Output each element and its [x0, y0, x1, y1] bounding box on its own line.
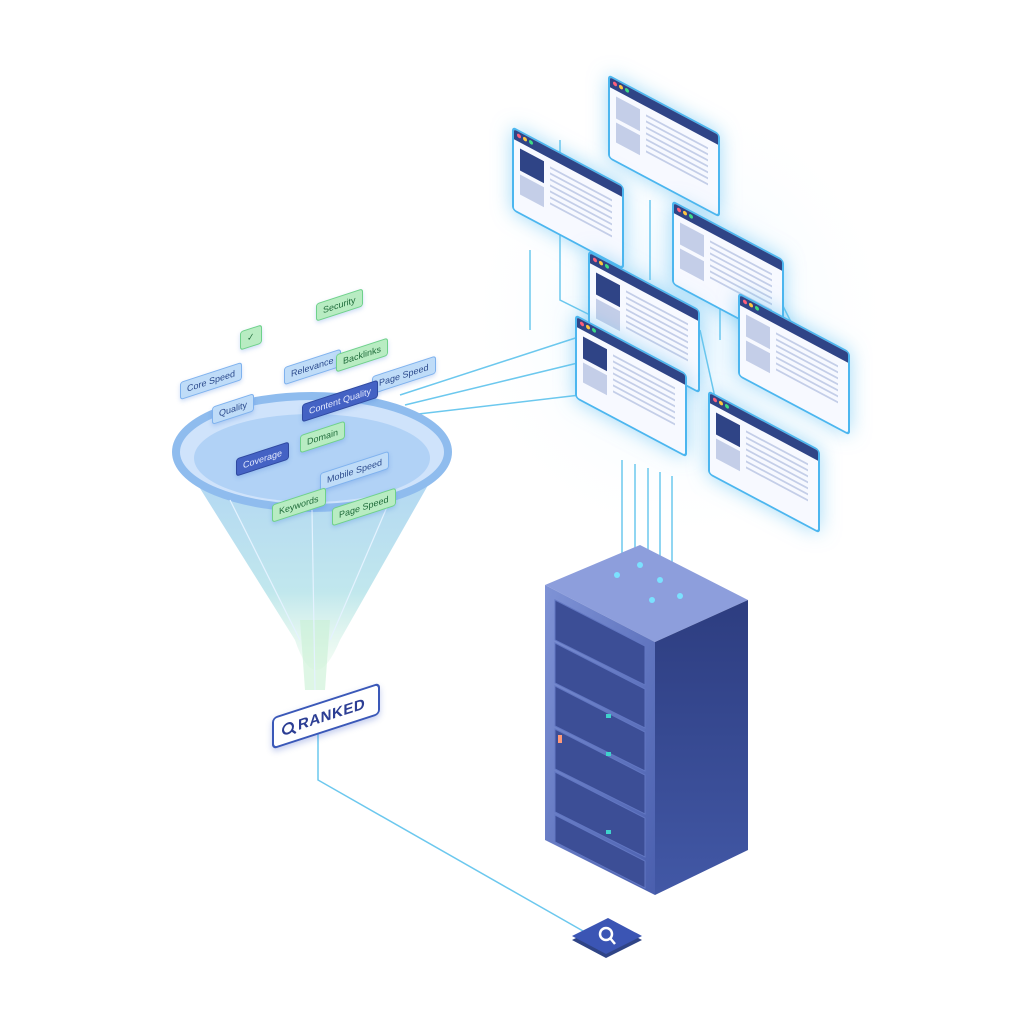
magnifier-icon [598, 926, 614, 942]
server-rack [545, 545, 748, 895]
funnel [172, 392, 452, 691]
search-icon [282, 720, 294, 737]
search-node[interactable] [572, 918, 642, 958]
